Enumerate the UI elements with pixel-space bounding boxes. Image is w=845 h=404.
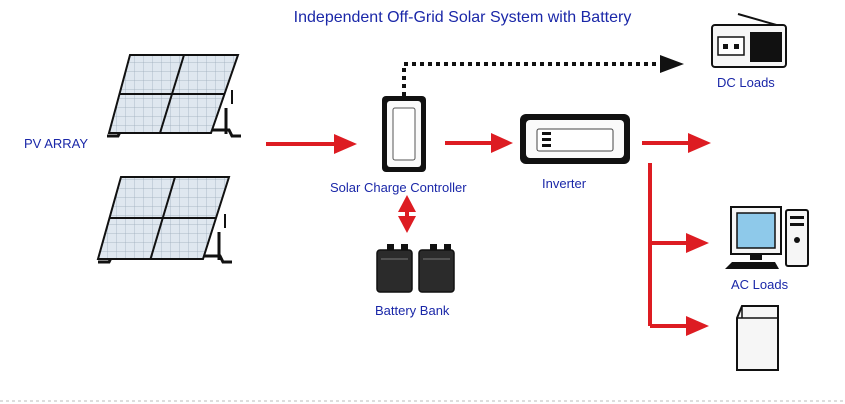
- computer-icon: [725, 206, 809, 269]
- battery-icon: [376, 244, 455, 293]
- diagram-title: Independent Off-Grid Solar System with B…: [293, 9, 632, 26]
- label-dc-loads: DC Loads: [717, 75, 775, 90]
- label-pv-array: PV ARRAY: [24, 136, 89, 151]
- dc-output-line: [402, 55, 684, 96]
- solar-panel-icon: [96, 176, 232, 264]
- radio-icon: [711, 13, 787, 68]
- arrow-controller-battery: [398, 195, 416, 233]
- label-ac-loads: AC Loads: [731, 277, 789, 292]
- arrow-pv-to-controller: [266, 134, 357, 154]
- label-battery-bank: Battery Bank: [375, 303, 450, 318]
- charge-controller-icon: [382, 96, 426, 172]
- label-charge-controller: Solar Charge Controller: [330, 180, 467, 195]
- arrow-controller-to-inverter: [445, 133, 513, 153]
- ac-output-lines: [642, 133, 711, 336]
- refrigerator-icon: [736, 305, 779, 371]
- inverter-icon: [520, 114, 630, 164]
- label-inverter: Inverter: [542, 176, 587, 191]
- solar-panel-icon: [107, 54, 241, 138]
